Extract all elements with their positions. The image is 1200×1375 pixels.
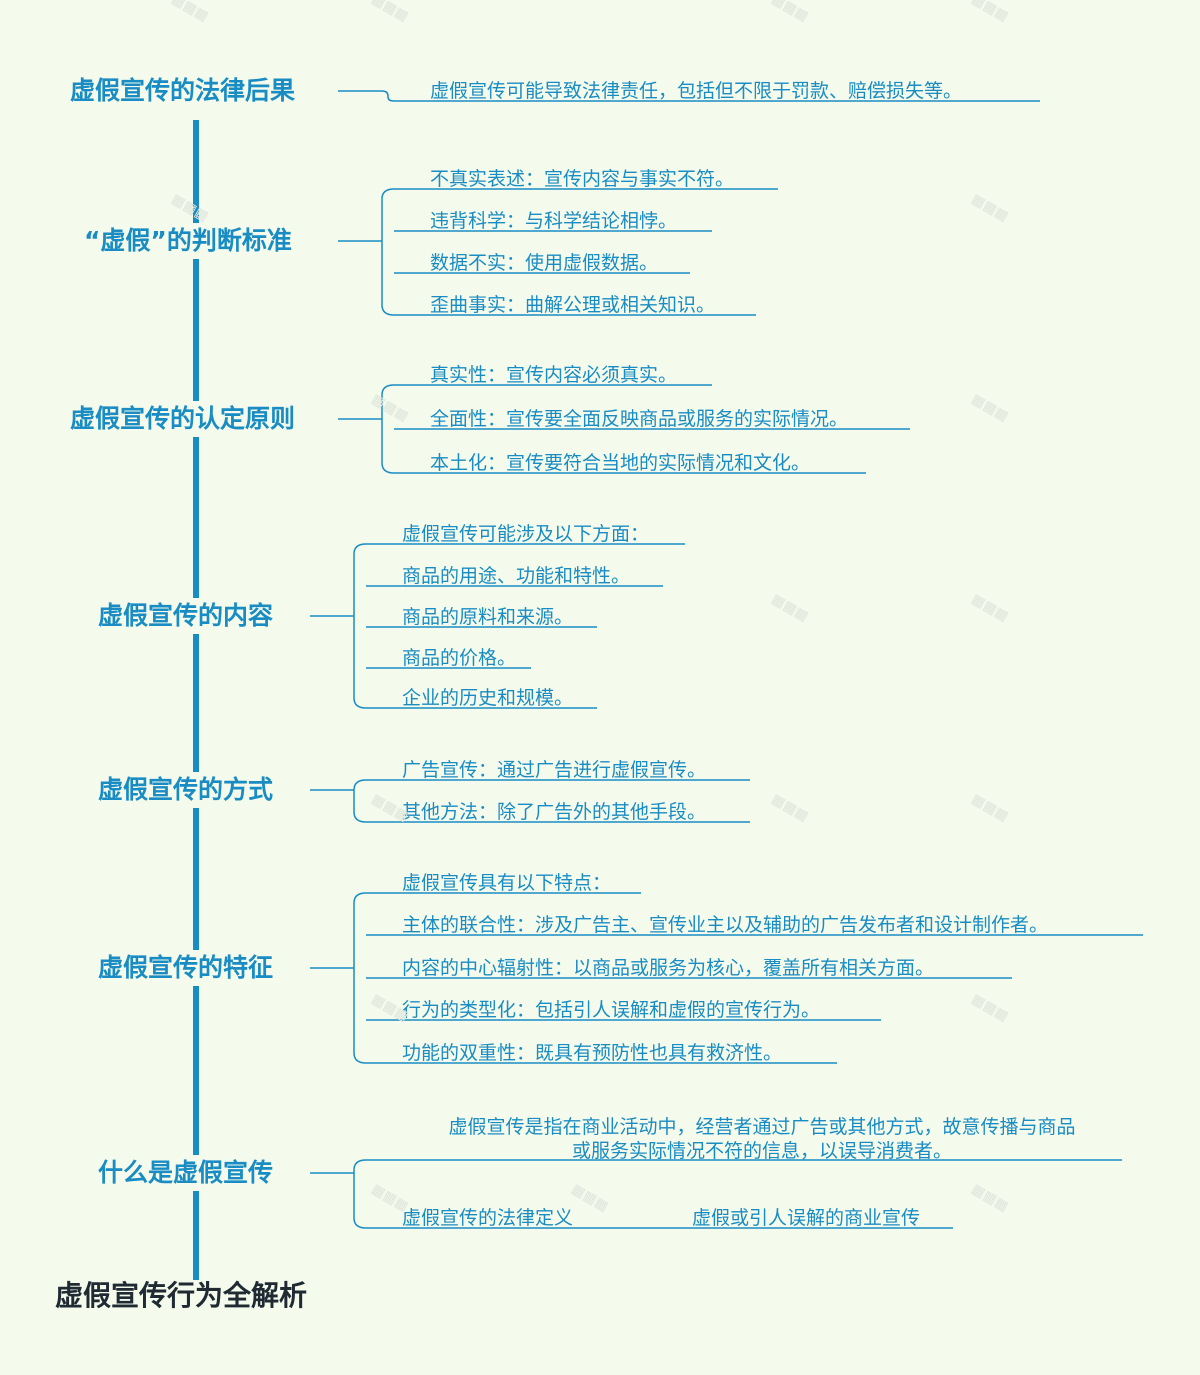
leaf-judgment-criteria-3[interactable]: 歪曲事实：曲解公理或相关知识。 xyxy=(430,294,716,316)
branch-definition[interactable]: 什么是虚假宣传 xyxy=(96,1155,276,1191)
leaf-legal-consequences-0[interactable]: 虚假宣传可能导致法律责任，包括但不限于罚款、赔偿损失等。 xyxy=(430,80,963,102)
connector-bracket-6 xyxy=(353,1159,367,1229)
leaf-contents-3[interactable]: 商品的价格。 xyxy=(402,647,517,669)
root-title[interactable]: 虚假宣传行为全解析 xyxy=(55,1279,308,1312)
leaf-methods-0[interactable]: 广告宣传：通过广告进行虚假宣传。 xyxy=(402,759,707,781)
leaf-definition-0-line-0: 虚假宣传是指在商业活动中，经营者通过广告或其他方式，故意传播与商品 xyxy=(448,1116,1076,1138)
connector-bracket-1 xyxy=(381,188,395,316)
leaf-definition-sub[interactable]: 虚假或引人误解的商业宣传 xyxy=(692,1207,921,1229)
leaf-judgment-criteria-1[interactable]: 违背科学：与科学结论相悖。 xyxy=(430,210,678,232)
connector-bracket-3 xyxy=(353,543,367,709)
leaf-characteristics-0[interactable]: 虚假宣传具有以下特点： xyxy=(402,872,612,894)
leaf-characteristics-1[interactable]: 主体的联合性：涉及广告主、宣传业主以及辅助的广告发布者和设计制作者。 xyxy=(402,914,1049,936)
connector-bracket-2 xyxy=(381,384,395,474)
leaf-principles-2[interactable]: 本土化：宣传要符合当地的实际情况和文化。 xyxy=(430,452,811,474)
leaf-definition-0-line-1: 或服务实际情况不符的信息，以误导消费者。 xyxy=(571,1140,952,1162)
connector-bracket-5 xyxy=(353,892,367,1064)
leaf-contents-4[interactable]: 企业的历史和规模。 xyxy=(402,687,574,709)
branch-legal-consequences[interactable]: 虚假宣传的法律后果 xyxy=(68,73,298,109)
leaf-contents-1[interactable]: 商品的用途、功能和特性。 xyxy=(402,565,631,587)
branch-determination-principles[interactable]: 虚假宣传的认定原则 xyxy=(68,401,298,437)
branch-contents[interactable]: 虚假宣传的内容 xyxy=(96,598,276,634)
leaf-characteristics-2[interactable]: 内容的中心辐射性：以商品或服务为核心，覆盖所有相关方面。 xyxy=(402,957,935,979)
leaf-contents-0[interactable]: 虚假宣传可能涉及以下方面： xyxy=(402,523,650,545)
leaf-characteristics-3[interactable]: 行为的类型化：包括引人误解和虚假的宣传行为。 xyxy=(402,999,821,1021)
branch-judgment-criteria[interactable]: “虚假”的判断标准 xyxy=(82,223,294,259)
leaf-principles-0[interactable]: 真实性：宣传内容必须真实。 xyxy=(430,364,678,386)
branch-characteristics[interactable]: 虚假宣传的特征 xyxy=(96,950,276,986)
branch-methods[interactable]: 虚假宣传的方式 xyxy=(96,772,276,808)
leaf-contents-2[interactable]: 商品的原料和来源。 xyxy=(402,606,574,628)
connector-leaf-0-0 xyxy=(381,90,1040,102)
leaf-definition-1[interactable]: 虚假宣传的法律定义 xyxy=(402,1207,574,1229)
connector-bracket-4 xyxy=(353,779,367,823)
leaf-methods-1[interactable]: 其他方法：除了广告外的其他手段。 xyxy=(402,801,707,823)
leaf-characteristics-4[interactable]: 功能的双重性：既具有预防性也具有救济性。 xyxy=(402,1042,783,1064)
leaf-principles-1[interactable]: 全面性：宣传要全面反映商品或服务的实际情况。 xyxy=(430,408,849,430)
leaf-judgment-criteria-0[interactable]: 不真实表述：宣传内容与事实不符。 xyxy=(430,168,735,190)
leaf-judgment-criteria-2[interactable]: 数据不实：使用虚假数据。 xyxy=(430,252,659,274)
leaf-definition-0[interactable]: 虚假宣传是指在商业活动中，经营者通过广告或其他方式，故意传播与商品 或服务实际情… xyxy=(402,1115,1122,1163)
main-spine xyxy=(193,120,199,1280)
